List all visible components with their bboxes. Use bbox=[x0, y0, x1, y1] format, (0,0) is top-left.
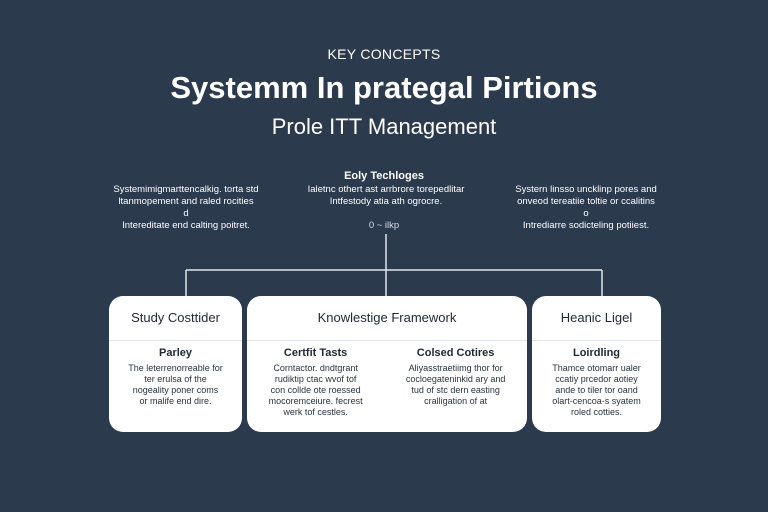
page-title: Systemm In prategal Pirtions bbox=[170, 70, 598, 105]
card-column: Parley The leterrenorreable for ter erul… bbox=[128, 341, 223, 407]
column-line: roled cotties. bbox=[570, 407, 622, 417]
column-title: Colsed Cotires bbox=[416, 347, 495, 359]
card-knowledge: Knowlestige Framework Certfit Tasts Corn… bbox=[247, 296, 527, 432]
card-study: Study Costtider Parley The leterrenorrea… bbox=[109, 296, 242, 432]
column-line: con collde ote roessed bbox=[270, 385, 361, 395]
note-line: Systemimigmarttencalkig. torta std bbox=[113, 184, 259, 195]
card-title: Heanic Ligel bbox=[532, 296, 661, 341]
column-line: nogeality poner coms bbox=[132, 385, 219, 395]
column-line: or malife end dire. bbox=[139, 396, 212, 406]
column-line: ande to tiler tor oand bbox=[555, 385, 638, 395]
card-heanic: Heanic Ligel Loirdling Thamce otomarr ua… bbox=[532, 296, 661, 432]
note-line: Ialetnc othert ast arrbrore torepedlitar bbox=[307, 184, 465, 195]
column-line: rudiktip ctac wvof tof bbox=[274, 374, 357, 384]
note-line: ltanmopement and raled rocities bbox=[118, 196, 254, 207]
column-line: werk tof cestles. bbox=[283, 407, 348, 417]
kicker-label: KEY CONCEPTS bbox=[327, 46, 441, 62]
column-title: Certfit Tasts bbox=[283, 347, 348, 359]
column-line: ccatiy prcedor aotiey bbox=[555, 374, 638, 384]
card-column: Certfit Tasts Corntactor. dndtgrant rudi… bbox=[269, 341, 363, 418]
note-line: Intereditate end calting poitret. bbox=[122, 220, 250, 231]
top-note-left: Systemimigmarttencalkig. torta std ltanm… bbox=[98, 184, 274, 232]
card-title: Knowlestige Framework bbox=[247, 296, 527, 341]
note-line: onveod tereatiie toltie or ccalitins bbox=[517, 196, 655, 207]
hub-label: Eoly Techloges bbox=[344, 170, 424, 182]
column-line: Corntactor. dndtgrant bbox=[273, 363, 358, 373]
column-line: cralligation of at bbox=[424, 396, 488, 406]
column-title: Loirdling bbox=[572, 347, 621, 359]
column-line: tud of stc dern easting bbox=[411, 385, 500, 395]
card-title: Study Costtider bbox=[109, 296, 242, 341]
column-line: Aliyasstraetiimg thor for bbox=[408, 363, 503, 373]
note-line: d bbox=[183, 208, 189, 219]
column-line: olart-cencoa-s syatem bbox=[552, 396, 641, 406]
card-column: Colsed Cotires Aliyasstraetiimg thor for… bbox=[406, 341, 506, 418]
column-line: mocoremceiure. fecrest bbox=[268, 396, 363, 406]
column-line: cocloegateninkid ary and bbox=[405, 374, 506, 384]
column-line: The leterrenorreable for bbox=[128, 363, 223, 373]
hub-code: 0 ~ ilkp bbox=[368, 220, 400, 231]
note-line: Intrediarre sodicteling potiiest. bbox=[522, 220, 650, 231]
column-line: ter erulsa of the bbox=[144, 374, 207, 384]
note-line: o bbox=[583, 208, 589, 219]
column-title: Parley bbox=[158, 347, 193, 359]
column-line: Thamce otomarr ualer bbox=[552, 363, 641, 373]
note-line: Systern linsso uncklinp pores and bbox=[515, 184, 657, 195]
top-note-right: Systern linsso uncklinp pores and onveod… bbox=[498, 184, 674, 232]
note-line: Intfestody atia ath ogrocre. bbox=[329, 196, 443, 207]
card-column: Loirdling Thamce otomarr ualer ccatiy pr… bbox=[552, 341, 641, 418]
page-subtitle: Prole ITT Management bbox=[271, 114, 497, 139]
top-note-center: Ialetnc othert ast arrbrore torepedlitar… bbox=[286, 184, 486, 208]
